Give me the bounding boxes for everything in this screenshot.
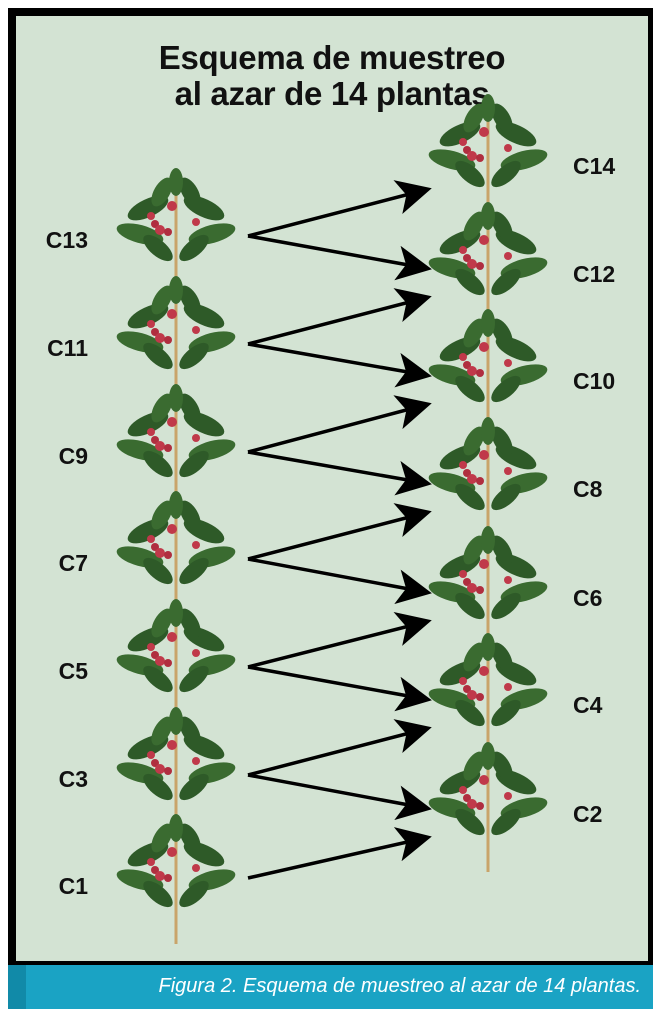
label-c8: C8 xyxy=(573,476,603,502)
label-c3: C3 xyxy=(59,766,88,792)
label-c10: C10 xyxy=(573,368,615,394)
label-c7: C7 xyxy=(59,550,88,576)
arrow-c5-to-c4 xyxy=(247,665,432,712)
label-c5: C5 xyxy=(59,658,89,684)
label-c2: C2 xyxy=(573,801,602,827)
arrow-c5-to-c6 xyxy=(247,611,432,669)
label-c6: C6 xyxy=(573,585,602,611)
arrow-c7-to-c6 xyxy=(247,557,432,605)
label-c12: C12 xyxy=(573,261,615,287)
figure-frame: Esquema de muestreo al azar de 14 planta… xyxy=(8,8,653,965)
figure-caption: Figura 2. Esquema de muestreo al azar de… xyxy=(158,975,642,997)
caption-bar: Figura 2. Esquema de muestreo al azar de… xyxy=(8,965,653,1009)
label-c9: C9 xyxy=(59,443,88,469)
arrow-c13-to-c12 xyxy=(247,234,432,281)
arrow-c1-to-c2 xyxy=(247,827,432,880)
figure-title: Esquema de muestreo al azar de 14 planta… xyxy=(16,40,648,112)
caption-accent xyxy=(8,965,26,1009)
label-c11: C11 xyxy=(47,335,88,361)
label-c1: C1 xyxy=(59,873,89,899)
arrow-c7-to-c8 xyxy=(247,503,432,561)
arrow-c13-to-c14 xyxy=(247,180,432,238)
title-line-2: al azar de 14 plantas xyxy=(174,75,490,112)
label-c13: C13 xyxy=(46,227,88,253)
arrow-c9-to-c8 xyxy=(247,450,432,496)
left-plant-column xyxy=(114,168,238,944)
label-c4: C4 xyxy=(573,692,603,718)
arrow-group xyxy=(247,180,432,880)
arrow-c11-to-c10 xyxy=(247,342,432,388)
label-c14: C14 xyxy=(573,153,615,179)
arrow-c11-to-c12 xyxy=(247,288,432,346)
right-plant-column xyxy=(426,94,550,872)
arrow-c3-to-c2 xyxy=(247,773,432,821)
arrow-c3-to-c4 xyxy=(247,719,432,777)
arrow-c9-to-c10 xyxy=(247,395,432,454)
title-line-1: Esquema de muestreo xyxy=(158,39,506,76)
